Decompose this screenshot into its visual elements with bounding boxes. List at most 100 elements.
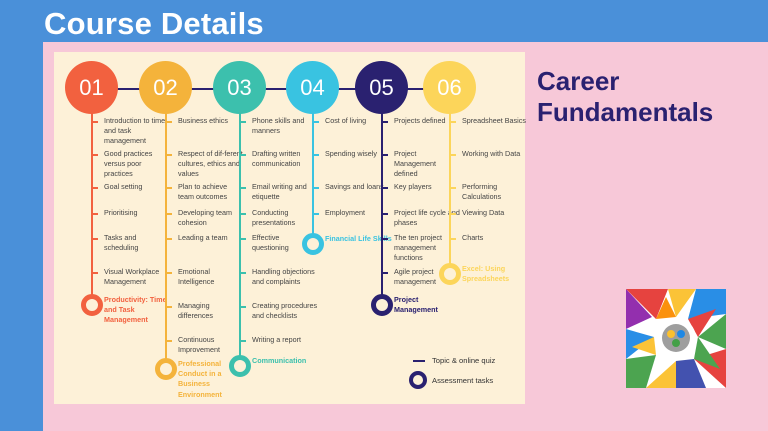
module-connector-line <box>91 88 451 90</box>
topic-item: Tasks and scheduling <box>104 233 139 253</box>
topic-item: Charts <box>462 233 484 242</box>
module-01-number-circle: 01 <box>65 61 118 114</box>
topic-item: Key players <box>394 182 432 191</box>
topic-tick <box>381 272 388 274</box>
topic-item: Continuous Improvement <box>178 335 220 355</box>
legend-assessment-icon <box>409 371 427 389</box>
topic-item: Good practices versus poor practices <box>104 149 153 179</box>
topic-item: Visual Workplace Management <box>104 267 160 287</box>
module-01-timeline <box>91 112 93 298</box>
topic-tick <box>449 121 456 123</box>
topic-tick <box>381 238 388 240</box>
module-06-assessment-label: Excel: Using Spreadsheets <box>462 264 510 284</box>
module-06-number-circle: 06 <box>423 61 476 114</box>
topic-tick <box>91 187 98 189</box>
module-06-assessment-icon <box>439 263 461 285</box>
module-04-timeline <box>312 112 314 237</box>
topic-tick <box>165 272 172 274</box>
legend-assessment-label: Assessment tasks <box>432 376 494 385</box>
module-05-assessment-label: Project Management <box>394 295 438 315</box>
module-01-assessment-label: Productivity: Time and Task Management <box>104 295 167 325</box>
topic-item: Cost of living <box>325 116 367 125</box>
topic-item: Writing a report <box>252 335 301 344</box>
topic-item: Creating procedures and checklists <box>252 301 318 321</box>
module-01-assessment-icon <box>81 294 103 316</box>
topic-tick <box>239 121 246 123</box>
topic-item: Drafting written communication <box>252 149 301 169</box>
module-04-assessment-label: Financial Life Skills <box>325 234 392 243</box>
topic-item: Working with Data <box>462 149 521 158</box>
handprints-circle-logo <box>626 289 726 388</box>
topic-item: Project Management defined <box>394 149 436 179</box>
module-02-number-circle: 02 <box>139 61 192 114</box>
topic-tick <box>449 154 456 156</box>
page-title: Course Details <box>44 6 264 41</box>
topic-tick <box>239 187 246 189</box>
module-03-number-circle: 03 <box>213 61 266 114</box>
topic-item: Handling objections and complaints <box>252 267 315 287</box>
topic-item: Viewing Data <box>462 208 505 217</box>
module-03-assessment-label: Communication <box>252 356 307 365</box>
module-02-timeline <box>165 112 167 362</box>
module-05-number-circle: 05 <box>355 61 408 114</box>
topic-tick <box>239 238 246 240</box>
topic-item: Spending wisely <box>325 149 377 158</box>
topic-tick <box>239 272 246 274</box>
topic-item: Respect of dif-ferent cultures, ethics a… <box>178 149 243 179</box>
module-06-timeline <box>449 112 451 267</box>
topic-tick <box>91 238 98 240</box>
topic-item: Managing differences <box>178 301 214 321</box>
topic-item: Project life cycle and phases <box>394 208 460 228</box>
topic-item: The ten project management functions <box>394 233 442 263</box>
topic-tick <box>91 154 98 156</box>
module-04-assessment-icon <box>302 233 324 255</box>
topic-item: Conducting presentations <box>252 208 296 228</box>
topic-tick <box>165 187 172 189</box>
module-02-assessment-icon <box>155 358 177 380</box>
topic-item: Emotional Intelligence <box>178 267 215 287</box>
topic-tick <box>165 213 172 215</box>
module-03-timeline <box>239 112 241 359</box>
topic-item: Effective questioning <box>252 233 289 253</box>
topic-item: Savings and loans <box>325 182 384 191</box>
topic-tick <box>165 238 172 240</box>
topic-item: Performing Calculations <box>462 182 502 202</box>
topic-item: Phone skills and manners <box>252 116 305 136</box>
topic-tick <box>449 238 456 240</box>
topic-item: Leading a team <box>178 233 228 242</box>
topic-tick <box>165 154 172 156</box>
module-05-timeline <box>381 112 383 298</box>
topic-tick <box>312 213 319 215</box>
topic-tick <box>91 121 98 123</box>
topic-tick <box>239 306 246 308</box>
topic-item: Projects defined <box>394 116 446 125</box>
topic-tick <box>91 213 98 215</box>
topic-tick <box>239 340 246 342</box>
topic-item: Agile project management <box>394 267 436 287</box>
left-accent-bar <box>0 0 43 431</box>
header-banner <box>0 0 768 42</box>
topic-item: Goal setting <box>104 182 143 191</box>
topic-tick <box>381 213 388 215</box>
legend-topic-icon <box>413 360 425 362</box>
topic-tick <box>239 154 246 156</box>
module-05-assessment-icon <box>371 294 393 316</box>
topic-item: Plan to achieve team outcomes <box>178 182 228 202</box>
topic-tick <box>165 306 172 308</box>
module-03-assessment-icon <box>229 355 251 377</box>
topic-tick <box>449 213 456 215</box>
module-04-number-circle: 04 <box>286 61 339 114</box>
topic-tick <box>165 340 172 342</box>
topic-item: Developing team cohesion <box>178 208 232 228</box>
topic-tick <box>312 154 319 156</box>
topic-item: Introduction to time and task management <box>104 116 166 146</box>
topic-tick <box>312 121 319 123</box>
topic-tick <box>381 121 388 123</box>
topic-tick <box>381 154 388 156</box>
legend-topic-label: Topic & online quiz <box>432 356 496 365</box>
topic-item: Employment <box>325 208 365 217</box>
topic-tick <box>165 121 172 123</box>
topic-item: Email writing and etiquette <box>252 182 307 202</box>
topic-tick <box>312 187 319 189</box>
